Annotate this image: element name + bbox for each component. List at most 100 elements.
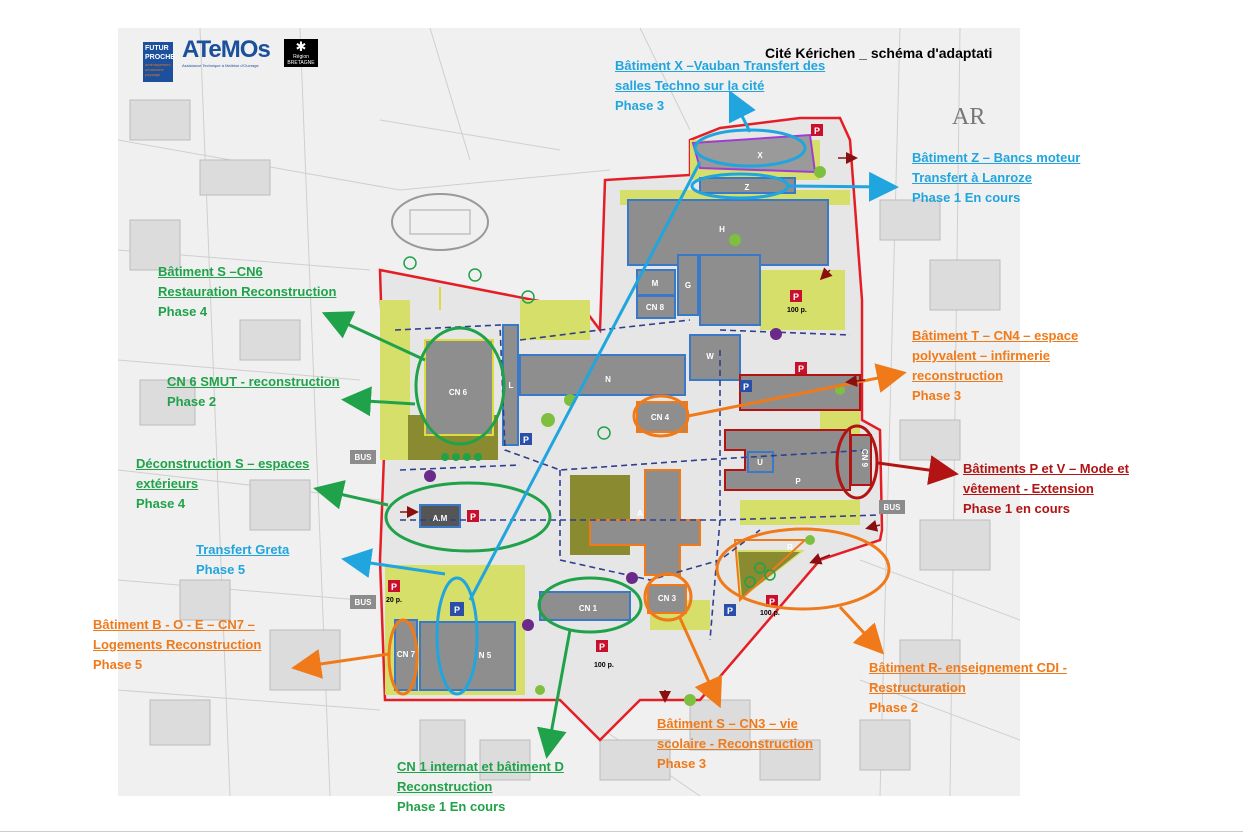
annotation-line: Restructuration xyxy=(869,680,966,695)
parking-label: P xyxy=(727,606,733,616)
annotation-line: polyvalent – infirmerie xyxy=(912,348,1050,363)
annotation-phase: Phase 2 xyxy=(167,394,217,409)
annotation-cn1: CN 1 internat et bâtiment D Reconstructi… xyxy=(397,757,564,817)
annotation-phase: Phase 3 xyxy=(912,388,962,403)
parking-label: P xyxy=(391,582,397,592)
label-cn3: CN 3 xyxy=(658,594,677,603)
bus-label: BUS xyxy=(355,453,373,462)
annotation-bat-r: Bâtiment R- enseignement CDI - Restructu… xyxy=(869,658,1067,718)
sports-track xyxy=(391,193,489,251)
annotation-bat-t: Bâtiment T – CN4 – espace polyvalent – i… xyxy=(912,326,1078,406)
surrounding-blocks xyxy=(129,99,1001,781)
building-cn8 xyxy=(636,295,676,319)
building-cn6 xyxy=(424,339,494,436)
annotation-line: Bâtiment X –Vauban Transfert des xyxy=(615,58,826,73)
annotation-line: extérieurs xyxy=(136,476,199,491)
parking-label: P xyxy=(523,435,529,445)
annotation-cn6-smut: CN 6 SMUT - reconstruction Phase 2 xyxy=(167,372,340,412)
annotation-line: CN 6 SMUT - reconstruction xyxy=(167,374,340,389)
bus-stops: BUS BUS BUS xyxy=(350,450,905,609)
annotation-bat-boe: Bâtiment B - O - E – CN7 – Logements Rec… xyxy=(93,615,261,675)
annotation-line: Restauration Reconstruction xyxy=(158,284,337,299)
annotation-bat-x: Bâtiment X –Vauban Transfert des salles … xyxy=(615,56,825,116)
arrows xyxy=(291,89,959,759)
atemos-logo: ATeMOs xyxy=(182,36,271,63)
annotation-line: Reconstruction xyxy=(397,779,493,794)
building-cn4 xyxy=(636,401,688,433)
arrow-bat-z xyxy=(787,171,899,202)
annotation-line: Déconstruction S – espaces xyxy=(136,456,310,471)
label-m: M xyxy=(652,279,659,288)
annotation-line: Bâtiments P et V – Mode et xyxy=(963,461,1129,476)
annotation-line: Transfert à Lanroze xyxy=(912,170,1032,185)
logo-text: PROCHE xyxy=(145,54,175,61)
building-cn9 xyxy=(850,434,872,486)
annotation-phase: Phase 1 en cours xyxy=(963,501,1070,516)
label-n: N xyxy=(605,375,611,384)
parking-label: P xyxy=(599,642,605,652)
arrow-bat-r xyxy=(838,605,885,655)
annotation-greta: Transfert Greta Phase 5 xyxy=(196,540,289,580)
label-x: X xyxy=(757,151,763,160)
capacity-label: 100 p. xyxy=(760,610,780,617)
label-w: W xyxy=(706,352,714,361)
parking-label: P xyxy=(743,382,749,392)
logo-text: FUTUR xyxy=(145,45,169,52)
highlight-ellipses xyxy=(384,128,891,696)
building-w1 xyxy=(699,254,761,326)
label-h: H xyxy=(719,225,725,234)
arrow-deconstruction xyxy=(313,480,389,510)
annotation-line: Bâtiment S –CN6 xyxy=(158,264,263,279)
capacity-label: 100 p. xyxy=(787,307,807,314)
annotation-bat-s-cn3: Bâtiment S – CN3 – vie scolaire - Recons… xyxy=(657,714,813,774)
building-g xyxy=(677,254,699,316)
atemos-subtitle: Assistance Technique à Maîtrise d'Ouvrag… xyxy=(182,63,259,68)
ellipse-cn1 xyxy=(537,576,643,634)
capacity-label: 100 p. xyxy=(594,662,614,669)
label-a: A xyxy=(637,509,643,518)
annotation-line: CN 1 internat et bâtiment D xyxy=(397,759,564,774)
parking-label: P xyxy=(454,605,460,615)
access-arrows xyxy=(400,152,881,703)
parking-label: P xyxy=(798,364,804,374)
label-g: G xyxy=(685,281,691,290)
label-cn7: CN 7 xyxy=(397,650,416,659)
arrow-bat-s-cn6 xyxy=(321,311,426,362)
arrow-bat-x xyxy=(728,89,756,133)
building-cn3 xyxy=(647,584,687,614)
arrow-bat-boe xyxy=(291,649,390,679)
parking-label: P xyxy=(769,597,775,607)
logo-tagline: aménagement urbanisme paysage xyxy=(145,62,171,77)
parking-markers: P P P P P P P P P P P xyxy=(388,124,823,652)
annotation-line: Logements Reconstruction xyxy=(93,637,262,652)
ellipse-deconstruction xyxy=(384,481,552,553)
ellipse-bat-r xyxy=(715,527,891,611)
annotation-line: vêtement - Extension xyxy=(963,481,1094,496)
label-cn6: CN 6 xyxy=(449,388,468,397)
annotation-phase: Phase 4 xyxy=(158,304,208,319)
label-am: A.M xyxy=(433,514,448,523)
arrow-bat-pv xyxy=(877,455,959,485)
annotation-deconstruction: Déconstruction S – espaces extérieurs Ph… xyxy=(136,454,309,514)
annotation-phase: Phase 5 xyxy=(196,562,246,577)
arrow-cn1 xyxy=(537,629,572,759)
annotation-phase: Phase 5 xyxy=(93,657,143,672)
bus-label: BUS xyxy=(355,598,373,607)
annotation-phase: Phase 1 En cours xyxy=(397,799,506,814)
annotation-line: reconstruction xyxy=(912,368,1004,383)
tree-outlines xyxy=(403,256,776,588)
parking-label: P xyxy=(793,292,799,302)
label-p: P xyxy=(795,477,801,486)
annotation-line: scolaire - Reconstruction xyxy=(657,736,814,751)
parking-capacity: 100 p. 100 p. 100 p. 20 p. xyxy=(386,307,807,669)
parking-label: P xyxy=(470,512,476,522)
sports-field xyxy=(409,209,471,235)
ar-mark: AR xyxy=(952,104,986,130)
label-cn9: CN 9 xyxy=(860,449,869,468)
ellipse-transfer xyxy=(435,576,479,696)
annotation-line: Transfert Greta xyxy=(196,542,290,557)
annotation-phase: Phase 2 xyxy=(869,700,919,715)
annotation-line: Bâtiment S – CN3 – vie xyxy=(657,716,798,731)
document-title: Cité Kérichen _ schéma d'adaptati xyxy=(765,45,993,61)
capacity-label: 20 p. xyxy=(386,597,402,604)
